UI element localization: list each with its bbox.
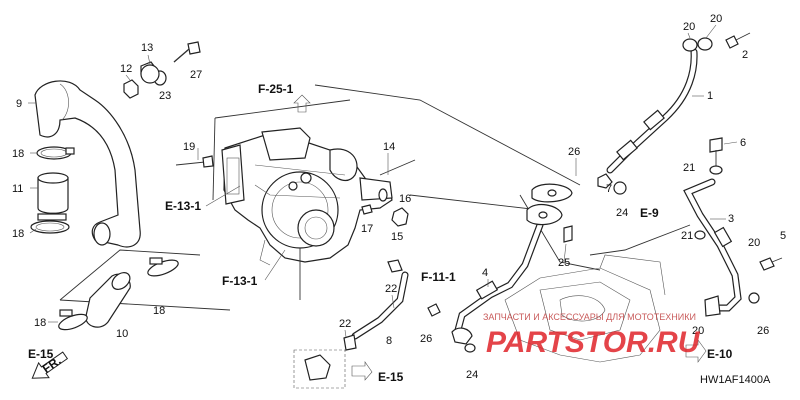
part-label: 9 — [16, 98, 22, 110]
label-leaders — [28, 24, 738, 338]
oil-feed-pipe-1 — [606, 37, 713, 174]
part-label: 17 — [361, 223, 373, 235]
part-label: 22 — [385, 283, 397, 295]
part-label: 24 — [466, 369, 478, 381]
ref-e10: E-10 — [707, 347, 733, 361]
part-label: 19 — [183, 141, 195, 153]
ref-e9: E-9 — [640, 206, 659, 220]
part-label: 21 — [681, 230, 693, 242]
hose-clamp — [30, 213, 70, 234]
part-label: 12 — [120, 63, 132, 75]
oil-return-pipe-3 — [683, 178, 742, 317]
part-label: 14 — [383, 141, 395, 153]
ref-f13-1: F-13-1 — [222, 274, 258, 288]
hose-8 — [343, 259, 409, 351]
part-label: 11 — [12, 183, 23, 195]
part-label: 7 — [606, 183, 612, 195]
part-label: 26 — [568, 146, 580, 158]
watermark-logo: PARTSTOR.RU — [486, 326, 701, 359]
part-label: 20 — [683, 21, 695, 33]
stud-bolt — [175, 155, 214, 168]
part-label: 18 — [12, 228, 24, 240]
part-label: 26 — [420, 333, 432, 345]
part-label: 25 — [558, 257, 570, 269]
watermark-subtitle: ЗАПЧАСТИ И АКСЕССУАРЫ ДЛЯ МОТОТЕХНИКИ — [483, 312, 696, 322]
part-label: 21 — [683, 162, 695, 174]
part-number-labels: 20 20 2 1 6 21 3 21 20 5 20 26 26 7 24 2… — [12, 13, 786, 381]
part-label: 4 — [482, 267, 488, 279]
ref-f11-1: F-11-1 — [421, 270, 456, 284]
hose-clamp — [36, 146, 75, 160]
part-label: 10 — [116, 328, 128, 340]
ref-e15-bottom: E-15 — [378, 370, 404, 384]
fitting-parts — [123, 41, 201, 99]
part-label: 8 — [386, 335, 392, 347]
part-label: 18 — [12, 148, 24, 160]
engine-block-sketch — [504, 254, 666, 363]
part-label: 22 — [339, 318, 351, 330]
part-label: 18 — [153, 305, 165, 317]
small-fittings — [427, 137, 783, 353]
part-label: 13 — [141, 42, 153, 54]
part-label: 1 — [707, 90, 713, 102]
part-label: 5 — [780, 230, 786, 242]
ref-e15-left: E-15 — [28, 347, 54, 361]
intake-hose — [34, 80, 141, 248]
hose-clamp — [147, 257, 179, 277]
reference-arrows — [293, 94, 707, 363]
part-label: 18 — [34, 317, 46, 329]
part-label: 26 — [757, 325, 769, 337]
ref-e13-1: E-13-1 — [165, 199, 201, 213]
section-references: F-25-1 E-13-1 F-13-1 F-11-1 E-9 E-15 E-1… — [28, 82, 733, 384]
figure-code: HW1AF1400A — [700, 374, 771, 386]
part-label: 24 — [616, 207, 628, 219]
part-label: 27 — [190, 69, 202, 81]
part-label: 20 — [710, 13, 722, 25]
part-label: 15 — [391, 231, 403, 243]
lower-hose — [85, 272, 131, 328]
part-label: 20 — [692, 325, 704, 337]
part-label: 6 — [740, 137, 746, 149]
oil-pipe-4 — [451, 183, 573, 345]
part-label: 3 — [728, 213, 734, 225]
part-label: 16 — [399, 193, 411, 205]
part-label: 23 — [159, 90, 171, 102]
watermark: ЗАПЧАСТИ И АКСЕССУАРЫ ДЛЯ МОТОТЕХНИКИ PA… — [483, 312, 701, 359]
nut-and-washer — [361, 188, 409, 227]
turbocharger — [221, 127, 393, 300]
hose-coupling — [37, 172, 69, 214]
part-label: 20 — [748, 237, 760, 249]
part-label: 2 — [742, 49, 748, 61]
bolt-2 — [725, 32, 751, 49]
hose-clamp — [58, 309, 88, 331]
ref-f25-1: F-25-1 — [258, 82, 294, 96]
connector-box — [293, 349, 373, 389]
